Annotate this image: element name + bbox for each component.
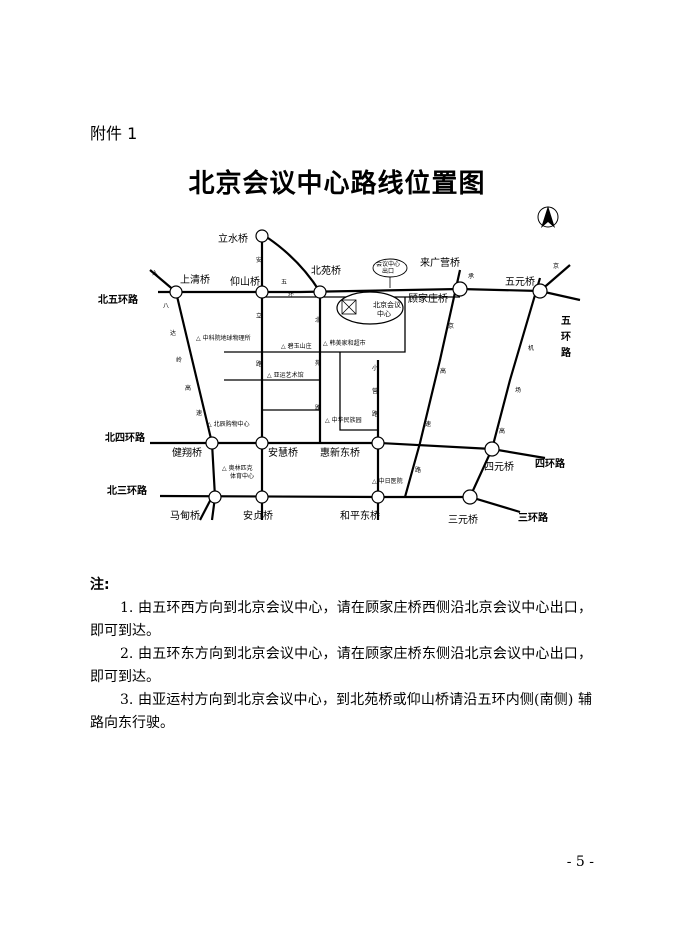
label-siyuan-bridge: 四元桥 <box>484 461 514 473</box>
label-east-third-ring: 三环路 <box>518 511 549 524</box>
label-lishui-bridge: 立水桥 <box>218 232 248 245</box>
note-item-3: 3. 由亚运村方向到北京会议中心，到北苑桥或仰山桥请沿五环内侧(南侧) 辅路向东… <box>90 692 592 731</box>
bridge-node-huixindong <box>371 436 385 450</box>
label-xiaoying-3: 路 <box>372 410 378 418</box>
label-hepingdong-bridge: 和平东桥 <box>340 509 380 522</box>
landmark-olympic-center-2: 体育中心 <box>230 472 254 480</box>
label-yangshan-bridge: 仰山桥 <box>230 276 260 288</box>
note-item-2: 2. 由五环东方向到北京会议中心，请在顾家庄桥东侧沿北京会议中心出口，即可到达。 <box>90 646 592 685</box>
label-jingcheng-2: 高 <box>440 367 446 375</box>
label-airport-1: 机 <box>528 344 534 352</box>
conference-exit-label-1: 会议中心 <box>376 260 400 268</box>
label-north-fourth-ring: 北四环路 <box>105 431 146 444</box>
label-guojiazhuang-bridge: 顾家庄桥 <box>408 292 448 305</box>
label-ring-aux-2: 环 <box>288 291 294 298</box>
landmark-cas-geophysics: △中科院地球物理所 <box>196 334 251 342</box>
road-lishui-connector <box>267 237 321 293</box>
bridge-node-shangqing <box>169 285 183 299</box>
bridge-node-siyuan <box>484 441 500 457</box>
label-badaling-5: 速 <box>196 410 202 417</box>
label-ne-2: 承 <box>468 272 474 280</box>
note-item-1: 1. 由五环西方向到北京会议中心，请在顾家庄桥西侧沿北京会议中心出口，即可到达。 <box>90 600 592 639</box>
label-beiyuan-3: 路 <box>315 404 321 412</box>
landmark-cas-marker-icon: △ <box>196 335 201 342</box>
label-airport-2: 场 <box>515 386 521 394</box>
conference-center-label-1: 北京会议 <box>373 300 401 309</box>
landmark-juyushan: △碧玉山庄 <box>281 342 312 350</box>
road-jingcheng <box>403 269 462 498</box>
label-badaling-1: 八 <box>163 303 169 310</box>
label-wuyuan-bridge: 五元桥 <box>505 276 535 288</box>
label-shangqing-bridge: 上清桥 <box>180 273 210 286</box>
label-anli-3: 路 <box>256 360 262 368</box>
label-airport-3: 高 <box>499 427 505 435</box>
label-sanyuan-bridge: 三元桥 <box>448 514 478 526</box>
landmark-olympic-center-1: △奥林匹克 <box>222 464 253 472</box>
label-east-fourth-ring: 四环路 <box>535 457 566 470</box>
label-beiyuan-2: 苑 <box>315 359 321 367</box>
label-xiaoying-2: 营 <box>372 387 378 395</box>
label-huixindong-bridge: 惠新东桥 <box>320 446 360 459</box>
attachment-label: 附件 1 <box>90 124 138 143</box>
road-inner-east <box>320 297 406 353</box>
label-badaling-3: 岭 <box>176 356 182 364</box>
conference-center-logo-icon <box>341 299 357 315</box>
label-beiyuan-1: 北 <box>315 316 321 324</box>
bridge-node-yangshan <box>255 285 269 299</box>
label-anzhen-bridge: 安贞桥 <box>243 509 273 522</box>
label-anli-1: 安 <box>256 256 262 264</box>
landmark-ethnic-park: △中华民族园 <box>325 416 362 424</box>
bridge-node-anzhen <box>255 490 269 504</box>
conference-exit-label-2: 出口 <box>382 267 394 275</box>
bridge-node-lishui <box>255 229 269 243</box>
bridge-node-madian <box>208 490 222 504</box>
bridge-node-hepingdong <box>371 490 385 504</box>
page-title: 北京会议中心路线位置图 <box>188 169 486 199</box>
label-madian-bridge: 马甸桥 <box>170 509 200 522</box>
label-ring-aux-1: 五 <box>281 279 287 286</box>
label-jingcheng-4: 路 <box>415 466 421 474</box>
label-entrance: 入 <box>152 270 158 277</box>
route-map: 北京会议 中心 会议中心 出口 立水桥 上清桥 仰山桥 北苑桥 来广营桥 五元桥… <box>98 206 581 526</box>
label-north-third-ring: 北三环路 <box>107 484 148 497</box>
label-jingcheng-3: 速 <box>425 421 431 428</box>
road-airport <box>469 277 542 498</box>
landmark-art-center: △亚运艺术馆 <box>267 371 304 379</box>
label-jingcheng-1: 京 <box>448 322 454 330</box>
landmark-north-shopping: △北辰购物中心 <box>207 420 250 428</box>
label-east-fifth-ring-2: 环 <box>561 331 571 343</box>
label-north-fifth-ring: 北五环路 <box>98 293 139 306</box>
label-anli-2: 立 <box>256 312 262 320</box>
bridge-node-sanyuan <box>462 489 478 505</box>
label-east-fifth-ring-1: 五 <box>561 315 571 327</box>
label-xiaoying-1: 小 <box>372 364 378 372</box>
label-ne-1: 京 <box>553 262 559 270</box>
bridge-node-beiyuan <box>313 285 327 299</box>
landmark-china-japan-hospital: △中日医院 <box>372 477 403 485</box>
conference-center-label-2: 中心 <box>377 309 391 318</box>
bridge-node-wuyuan <box>532 283 548 299</box>
label-jianxiang-bridge: 健翔桥 <box>172 446 202 459</box>
notes-heading: 注: <box>90 577 110 593</box>
landmark-furniture-mall: △韩美家和超市 <box>323 339 366 347</box>
label-badaling-4: 高 <box>185 384 191 392</box>
road-north-third-ring <box>159 494 521 514</box>
road-ethnic-park <box>339 352 378 431</box>
notes-section: 注: 1. 由五环西方向到北京会议中心，请在顾家庄桥西侧沿北京会议中心出口，即可… <box>90 574 592 735</box>
label-beiyuan-bridge: 北苑桥 <box>311 264 341 277</box>
bridge-node-anhui <box>255 436 269 450</box>
label-badaling-2: 达 <box>170 329 176 337</box>
compass-icon <box>537 206 559 228</box>
label-east-fifth-ring-3: 路 <box>561 346 572 359</box>
road-badaling <box>174 291 217 521</box>
bridge-node-guojiazhuang <box>452 281 468 297</box>
label-laiguangying-bridge: 来广营桥 <box>420 256 460 269</box>
bridge-node-jianxiang <box>205 436 219 450</box>
page-number: - 5 - <box>566 854 594 870</box>
label-anhui-bridge: 安慧桥 <box>268 446 298 459</box>
